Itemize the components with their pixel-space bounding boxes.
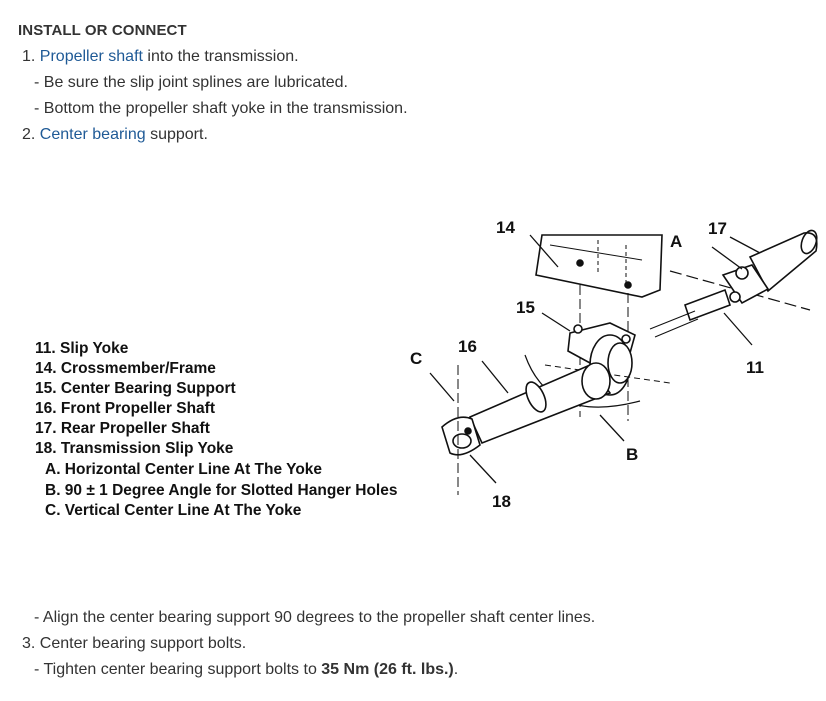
legend-item: 16. Front Propeller Shaft bbox=[35, 400, 216, 417]
step-number: 3. bbox=[22, 635, 36, 652]
legend-item: 15. Center Bearing Support bbox=[35, 380, 236, 397]
callout-a: A bbox=[670, 232, 682, 251]
step-3-note-1: - Tighten center bearing support bolts t… bbox=[34, 661, 458, 679]
callout-17: 17 bbox=[708, 219, 727, 238]
crossmember bbox=[535, 234, 663, 298]
callout-c: C bbox=[410, 349, 422, 368]
note-text: Bottom the propeller shaft yoke in the t… bbox=[43, 100, 408, 117]
legend-item: 11. Slip Yoke bbox=[35, 340, 129, 357]
step-number: 1. bbox=[22, 48, 36, 65]
dash: - bbox=[34, 661, 40, 678]
center-bearing-link[interactable]: Center bearing bbox=[39, 126, 146, 143]
step-text: into the transmission. bbox=[142, 48, 299, 65]
callout-14: 14 bbox=[496, 218, 515, 237]
dash: - bbox=[34, 100, 40, 117]
legend-item: B. 90 ± 1 Degree Angle for Slotted Hange… bbox=[45, 482, 398, 499]
torque-value: 35 Nm (26 ft. lbs.) bbox=[321, 661, 454, 678]
note-text: Tighten center bearing support bolts to bbox=[43, 661, 322, 678]
rear-propeller-shaft bbox=[748, 232, 818, 293]
step-1-note-1: - Be sure the slip joint splines are lub… bbox=[34, 74, 348, 92]
legend-item: 17. Rear Propeller Shaft bbox=[35, 420, 210, 437]
step-1-note-2: - Bottom the propeller shaft yoke in the… bbox=[34, 100, 408, 118]
section-heading: INSTALL OR CONNECT bbox=[18, 22, 187, 39]
legend-item: 14. Crossmember/Frame bbox=[35, 360, 216, 377]
legend-item: 18. Transmission Slip Yoke bbox=[35, 440, 234, 457]
step-text: support. bbox=[145, 126, 208, 143]
shaft-drawing: 14 17 A 15 16 C 11 B 18 bbox=[410, 218, 818, 511]
step-number: 2. bbox=[22, 126, 36, 143]
step-2: 2. Center bearing support. bbox=[22, 126, 208, 144]
callout-18: 18 bbox=[492, 492, 511, 511]
note-text: Be sure the slip joint splines are lubri… bbox=[43, 74, 348, 91]
propeller-shaft-diagram: 11. Slip Yoke 14. Crossmember/Frame 15. … bbox=[30, 205, 820, 535]
step-2-note-1: - Align the center bearing support 90 de… bbox=[34, 609, 595, 627]
legend-item: A. Horizontal Center Line At The Yoke bbox=[45, 461, 323, 478]
callout-16: 16 bbox=[458, 337, 477, 356]
callout-15: 15 bbox=[516, 298, 535, 317]
note-text: Align the center bearing support 90 degr… bbox=[42, 609, 596, 626]
step-text: Center bearing support bolts. bbox=[39, 635, 247, 652]
step-3: 3. Center bearing support bolts. bbox=[22, 635, 246, 653]
propeller-shaft-link[interactable]: Propeller shaft bbox=[39, 48, 143, 65]
dash: - bbox=[34, 74, 40, 91]
dash: - bbox=[34, 609, 40, 626]
note-text: . bbox=[453, 661, 459, 678]
callout-11: 11 bbox=[746, 358, 764, 377]
callout-b: B bbox=[626, 445, 638, 464]
step-1: 1. Propeller shaft into the transmission… bbox=[22, 48, 299, 66]
legend-item: C. Vertical Center Line At The Yoke bbox=[45, 502, 302, 519]
